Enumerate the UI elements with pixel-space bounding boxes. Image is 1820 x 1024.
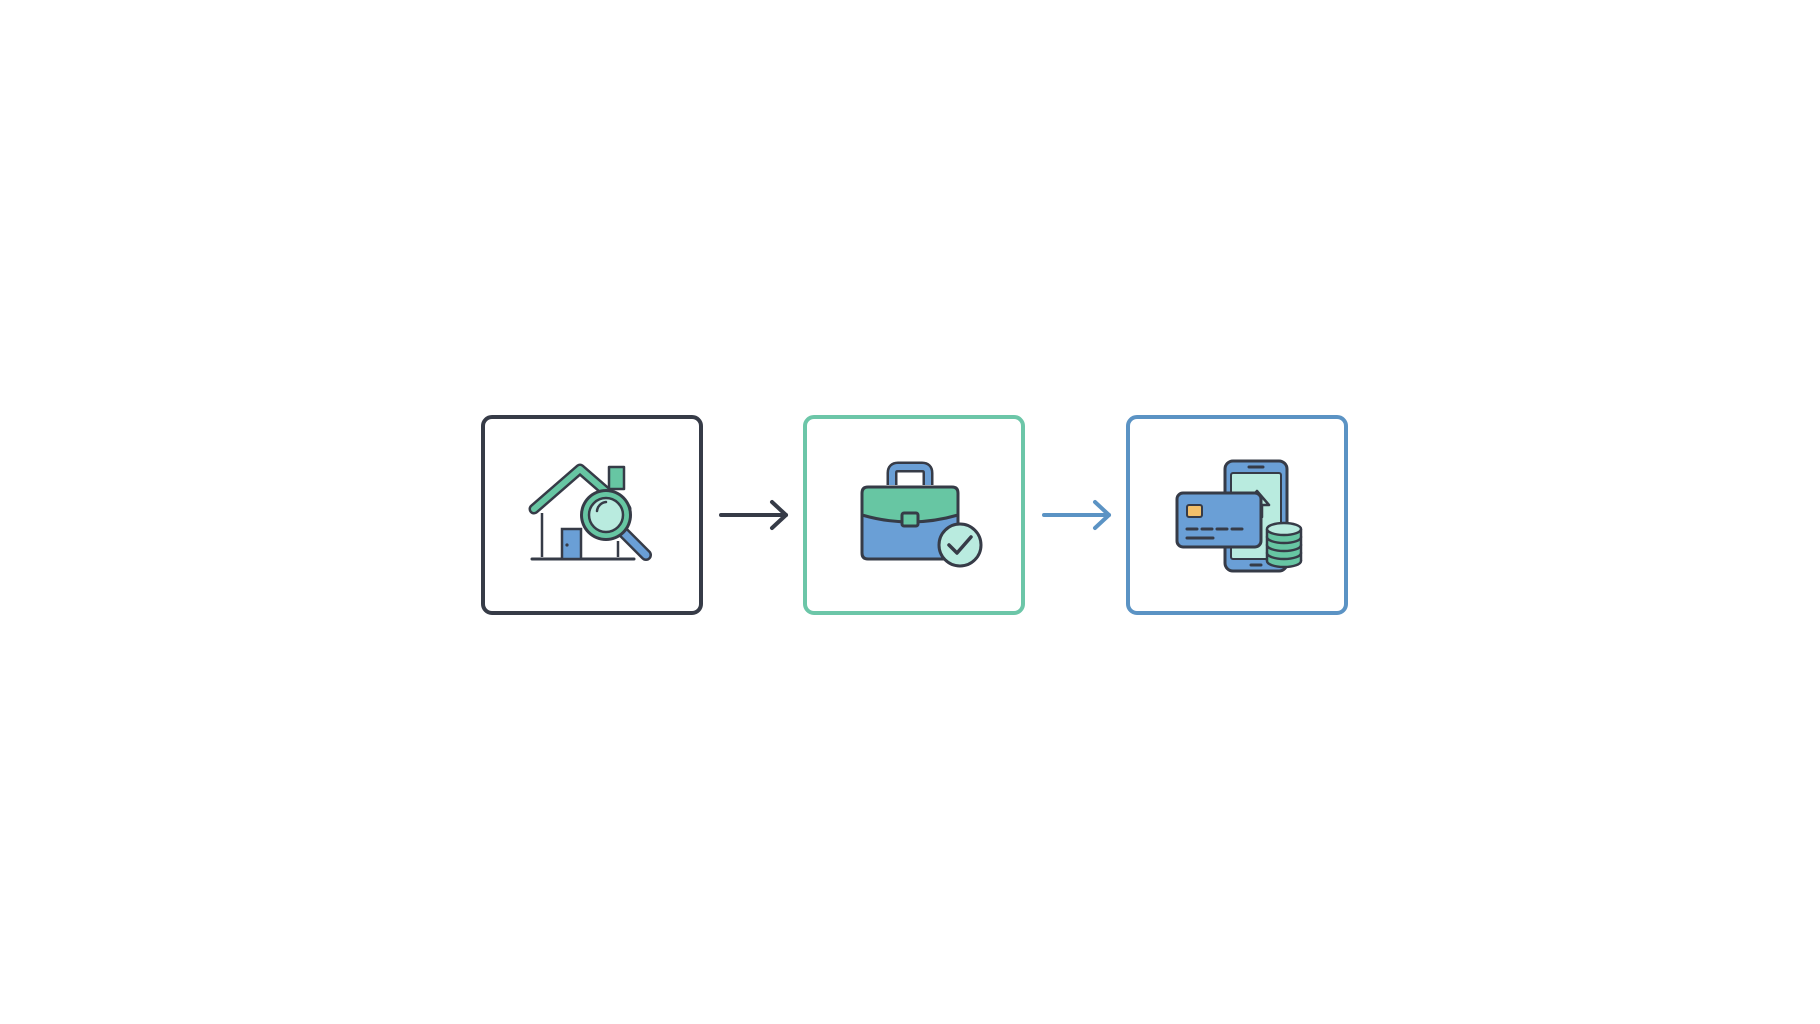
house-search-icon (528, 463, 652, 561)
arrow-right-icon (719, 500, 788, 530)
step-property-search (481, 415, 703, 615)
briefcase-check-icon (860, 461, 983, 568)
card-phone-coins-icon (1175, 459, 1303, 573)
connector-arrow-1 (718, 498, 792, 532)
arrow-right-icon (1042, 500, 1111, 530)
step-payment (1126, 415, 1348, 615)
connector-arrow-2 (1041, 498, 1115, 532)
step-business-approval (803, 415, 1025, 615)
